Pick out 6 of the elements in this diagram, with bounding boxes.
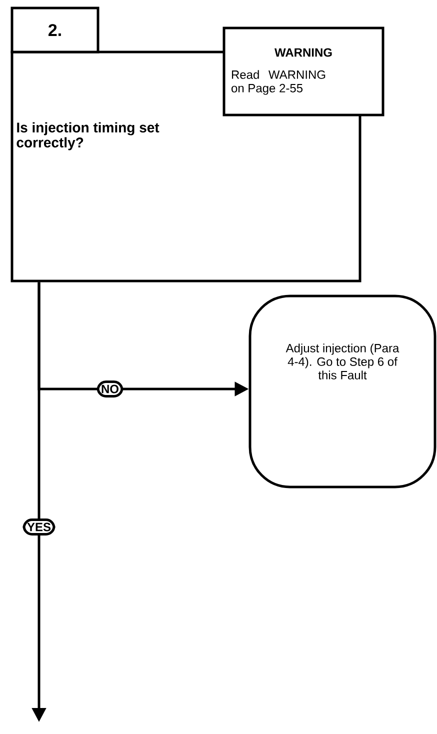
action-terminal: Adjust injection (Para 4-4). Go to Step 6 of this Fault [248,294,436,488]
edge-label: YES [22,518,56,536]
question-text: Is injection timing set correctly? [16,122,160,150]
edge-label: NO [96,380,124,398]
warning-box: WARNING Read WARNING on Page 2-55 [222,26,384,116]
step-number-tab: 2. [10,6,100,54]
